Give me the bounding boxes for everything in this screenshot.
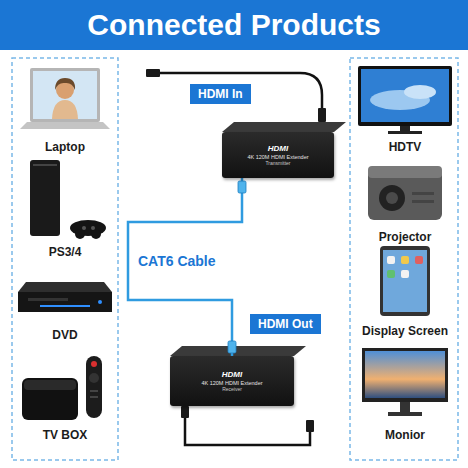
ps3-icon xyxy=(91,229,101,239)
projector-icon xyxy=(368,166,442,178)
node-text: HDMI xyxy=(222,370,242,380)
tablet-icon xyxy=(415,256,423,264)
hdmi-cable xyxy=(160,73,322,110)
projector-icon xyxy=(379,185,405,211)
rj45-plug xyxy=(238,181,246,193)
product-label: HDTV xyxy=(350,140,460,154)
dvd-icon xyxy=(18,282,112,292)
hdmi-plug xyxy=(146,69,160,77)
title-banner xyxy=(0,0,468,50)
hdtv-icon xyxy=(361,69,449,122)
node-text: HDMI xyxy=(268,144,288,154)
laptop-icon xyxy=(33,71,97,119)
tv-box-icon xyxy=(22,356,102,420)
product-label: Projector xyxy=(350,230,460,244)
tablet-icon xyxy=(383,250,427,312)
hdmi-plug xyxy=(306,420,314,432)
ps3-icon xyxy=(75,229,85,239)
title-banner xyxy=(0,0,468,50)
tablet-icon xyxy=(380,246,430,316)
monitor-icon xyxy=(365,351,445,398)
hdtv-icon xyxy=(388,131,422,134)
node-text: HDMI In xyxy=(198,87,243,101)
tablet-icon xyxy=(401,270,409,278)
monitor-icon xyxy=(400,402,410,412)
device-top-face xyxy=(170,346,306,356)
ps3-icon xyxy=(33,164,57,166)
laptop-icon xyxy=(52,100,78,119)
product-label: PS3/4 xyxy=(10,245,120,259)
node-text: HDMI Out xyxy=(258,317,313,331)
dvd-icon xyxy=(18,292,112,312)
hdmi-cable xyxy=(185,416,310,445)
monitor-icon xyxy=(388,412,422,416)
monitor-icon xyxy=(362,348,448,416)
laptop-icon xyxy=(30,68,100,122)
hdmi-plug xyxy=(181,406,189,418)
title-text: Connected Products xyxy=(0,0,468,50)
hdtv-icon xyxy=(358,66,452,126)
product-panel xyxy=(350,58,458,460)
ps3-icon xyxy=(30,160,106,239)
callout-tag: HDMI Out xyxy=(250,314,321,334)
projector-icon xyxy=(386,192,398,204)
tv-box-icon xyxy=(86,356,102,418)
tv-box-icon xyxy=(91,361,97,367)
product-label: Laptop xyxy=(10,140,120,154)
product-label: DVD xyxy=(10,328,120,342)
tablet-icon xyxy=(380,246,430,316)
laptop-icon xyxy=(55,78,75,90)
projector-icon xyxy=(412,200,434,203)
hdtv-icon xyxy=(404,85,436,99)
ps3-icon xyxy=(30,160,60,236)
projector-icon xyxy=(368,166,442,220)
cable-label: CAT6 Cable xyxy=(136,253,218,269)
tv-box-icon xyxy=(90,396,98,398)
tv-box-icon xyxy=(89,373,99,383)
ps3-icon xyxy=(82,226,86,230)
tv-box-icon xyxy=(22,378,78,420)
laptop-icon xyxy=(20,68,110,129)
hdtv-icon xyxy=(358,66,452,134)
monitor-icon xyxy=(362,348,448,402)
callout-tag: HDMI In xyxy=(190,84,251,104)
product-panel xyxy=(12,58,118,460)
device-marking: Transmitter xyxy=(265,160,290,166)
device-top-face xyxy=(170,122,346,356)
dvd-icon xyxy=(98,300,102,304)
projector-icon xyxy=(412,192,434,195)
dvd-icon xyxy=(18,282,112,312)
tv-box-icon xyxy=(90,390,98,392)
product-label: Monior xyxy=(350,428,460,442)
hdtv-icon xyxy=(400,126,410,131)
extender-device: HDMI4K 120M HDMI ExtenderReceiver xyxy=(170,356,294,406)
tablet-icon xyxy=(387,256,395,264)
tablet-icon xyxy=(401,256,409,264)
device-marking: 4K 120M HDMI Extender xyxy=(201,380,262,387)
dvd-icon xyxy=(40,305,90,307)
device-top-face xyxy=(222,122,346,132)
extender-device: HDMI4K 120M HDMI ExtenderTransmitter xyxy=(222,132,334,178)
dvd-icon xyxy=(28,298,68,301)
device-marking: Receiver xyxy=(222,386,242,392)
cat6-cable xyxy=(128,178,242,356)
rj45-plug xyxy=(228,341,236,353)
device-marking: 4K 120M HDMI Extender xyxy=(247,154,308,161)
hdmi-plug xyxy=(318,108,326,122)
tv-box-icon xyxy=(24,380,76,390)
ps3-icon xyxy=(91,226,95,230)
laptop-icon xyxy=(20,122,110,129)
tablet-icon xyxy=(387,270,395,278)
product-label: TV BOX xyxy=(10,428,120,442)
product-label: Display Screen xyxy=(350,324,460,338)
product-panel xyxy=(12,58,458,460)
